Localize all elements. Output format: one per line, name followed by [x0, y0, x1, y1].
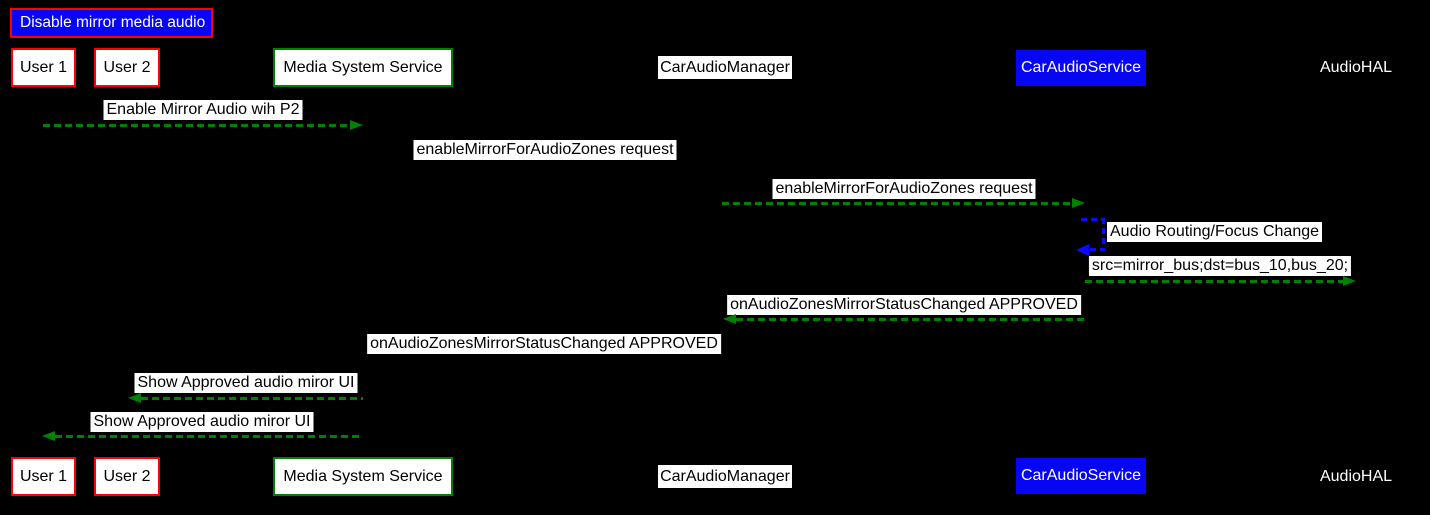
message-label-src-mirror-bus: src=mirror_bus;dst=bus_10,bus_20;	[1088, 256, 1352, 276]
self-loop-bottom-segment	[1090, 248, 1105, 251]
participant-audiohal-top: AudioHAL	[1319, 59, 1393, 76]
participant-user2-bottom: User 2	[94, 457, 160, 496]
self-loop-right-segment	[1102, 218, 1105, 251]
self-loop-top-segment	[1081, 218, 1105, 221]
arrowhead-left-icon	[42, 431, 55, 441]
participant-user2-top: User 2	[94, 48, 160, 87]
participant-caraudioservice-bottom: CarAudioService	[1016, 458, 1146, 494]
arrowhead-right-icon	[1343, 276, 1356, 286]
participant-caraudiomanager-bottom: CarAudioManager	[658, 465, 792, 488]
message-arrow-enable-mirror	[43, 124, 350, 127]
message-label-enable-mirror: Enable Mirror Audio wih P2	[103, 100, 303, 120]
participant-media-system-service-top: Media System Service	[273, 48, 453, 87]
participant-caraudiomanager-top: CarAudioManager	[658, 56, 792, 79]
participant-media-system-service-bottom: Media System Service	[273, 457, 453, 496]
diagram-title: Disable mirror media audio	[10, 8, 213, 38]
participant-user1-bottom: User 1	[11, 457, 76, 496]
message-label-audio-routing: Audio Routing/Focus Change	[1107, 222, 1323, 242]
participant-audiohal-bottom: AudioHAL	[1319, 468, 1393, 485]
arrowhead-right-icon	[1072, 198, 1085, 208]
message-arrow-show-approved-2	[55, 435, 363, 438]
message-arrow-status-changed-1	[736, 318, 1085, 321]
message-arrow-enable-mirror-zones-2	[722, 202, 1072, 205]
arrowhead-left-icon	[128, 393, 141, 403]
participant-user1-top: User 1	[11, 48, 76, 87]
message-arrow-show-approved-1	[141, 397, 363, 400]
message-label-status-changed-2: onAudioZonesMirrorStatusChanged APPROVED	[367, 334, 721, 354]
message-label-enable-mirror-zones-2: enableMirrorForAudioZones request	[772, 179, 1036, 199]
arrowhead-left-icon	[723, 314, 736, 324]
arrowhead-left-icon	[1076, 244, 1089, 256]
message-label-enable-mirror-zones-1: enableMirrorForAudioZones request	[413, 140, 677, 160]
message-label-status-changed-1: onAudioZonesMirrorStatusChanged APPROVED	[727, 295, 1081, 315]
arrowhead-right-icon	[350, 120, 363, 130]
participant-caraudioservice-top: CarAudioService	[1016, 50, 1146, 86]
message-label-show-approved-1: Show Approved audio miror UI	[134, 373, 358, 393]
message-label-show-approved-2: Show Approved audio miror UI	[90, 412, 314, 432]
message-arrow-src-mirror-bus	[1085, 280, 1343, 283]
